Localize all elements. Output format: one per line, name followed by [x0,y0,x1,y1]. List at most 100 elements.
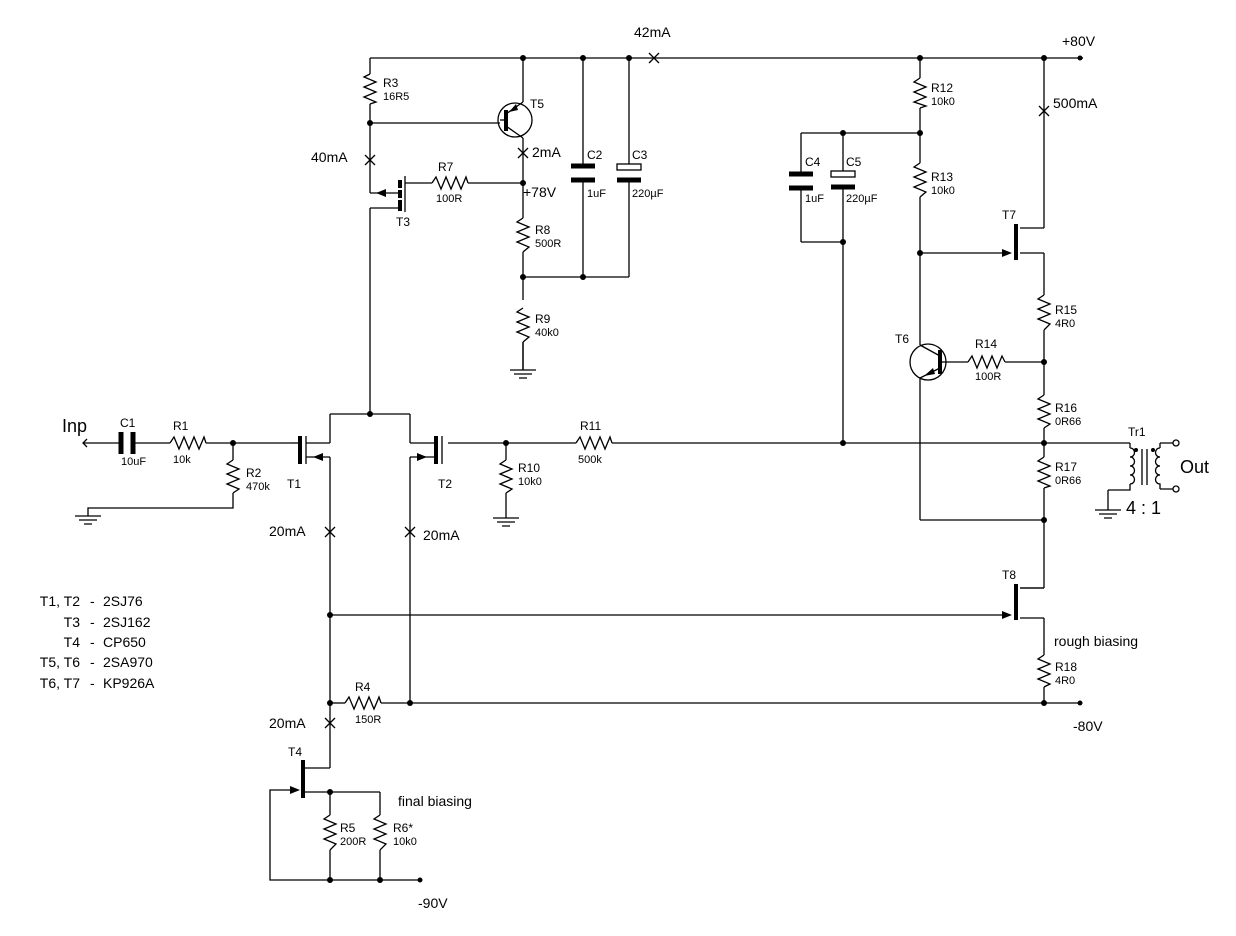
component-label: C5 [846,155,862,169]
input-label: Inp [62,416,87,436]
component-label: 220µF [846,193,878,205]
component-label: 10uF [121,456,146,468]
component-label: T6 [895,332,909,346]
resistor-R7 [431,175,469,191]
transistor-T2 [417,436,438,464]
rail-mid-label: +78V [523,184,557,200]
capacitor-C2 [571,162,595,186]
component-label: T8 [1002,568,1016,582]
component-label: R2 [246,466,262,480]
current-t4: 20mA [269,715,306,731]
component-label: R8 [535,223,551,237]
component-label: 100R [975,371,1001,383]
component-label: 16R5 [383,91,409,103]
resistor-R17 [1036,456,1052,489]
transformer-Tr1 [1129,439,1180,493]
component-label: 100R [436,193,462,205]
component-label: C1 [120,416,136,430]
resistor-R5 [322,814,338,851]
component-label: T5, T6 [40,654,80,670]
component-label: R10 [518,461,540,475]
component-label: 10k0 [931,96,955,108]
component-label: 150R [355,714,381,726]
component-label: R16 [1055,401,1077,415]
component-label: R12 [931,81,953,95]
rail-neg-label: -80V [1073,718,1103,734]
component-label: 500R [535,238,561,250]
transistor-T1 [290,436,323,464]
component-label: T2 [438,477,452,491]
component-label: C2 [587,148,603,162]
capacitor-C4 [789,170,813,192]
component-label: R15 [1055,303,1077,317]
transistors [290,101,1044,798]
capacitor-C3 [616,162,642,186]
component-label: R5 [340,821,356,835]
component-label: 1uF [587,188,606,200]
resistor-R18 [1036,654,1052,688]
output-label: Out [1180,457,1209,477]
component-label: T4 [288,745,302,759]
transistor-T3 [376,176,406,212]
component-label: - [90,675,95,691]
resistor-R16 [1036,394,1052,429]
transistor-T7 [1002,224,1044,260]
resistor-R4 [344,695,382,711]
resistors [169,73,1052,851]
component-label: T4 [64,634,81,650]
ratio-label: 4 : 1 [1126,498,1161,518]
transistor-T8 [1002,584,1044,620]
ground-icon [493,517,519,527]
component-label: T1 [287,477,301,491]
component-label: R9 [535,312,551,326]
component-label: 10k0 [518,476,542,488]
component-label: CP650 [103,634,146,650]
component-label: 500k [578,454,602,466]
part-legend: T1, T2 - 2SJ76 T3 - 2SJ162 T4 - CP650 T5… [40,593,155,691]
component-label: R7 [438,160,454,174]
resistor-R12 [912,77,929,109]
rail-bias-label: -90V [418,895,448,911]
input-arrow-icon [82,438,88,448]
transistor-T5 [497,101,533,139]
transistor-T4 [290,760,305,798]
component-label: T3 [396,215,410,229]
component-label: 10k [173,454,191,466]
component-label: R14 [975,337,997,351]
capacitors [118,162,856,454]
component-label: 2SA970 [103,654,153,670]
transistor-T6 [909,343,947,381]
component-label: R1 [173,419,189,433]
component-label: 4R0 [1055,318,1075,330]
resistor-R6 [372,814,388,851]
final-biasing-note: final biasing [398,793,472,809]
grounds [75,342,1121,527]
current-t7: 500mA [1053,95,1098,111]
ground-icon [510,342,536,379]
measure-marks [324,52,1050,729]
component-label: - [90,614,95,630]
labels: +80V -80V -90V +78V Inp Out 4 : 1 Tr1 42… [62,24,1209,911]
component-label: 0R66 [1055,416,1081,428]
current-t1: 20mA [269,523,306,539]
component-label: T7 [1002,208,1016,222]
current-t2: 20mA [423,527,460,543]
component-label: R6* [393,821,413,835]
component-label: 220µF [632,188,664,200]
component-label: C3 [632,148,648,162]
component-label: T3 [64,614,81,630]
component-label: 10k0 [393,836,417,848]
component-label: R17 [1055,460,1077,474]
component-label: 2SJ162 [103,614,151,630]
component-label: 4R0 [1055,675,1075,687]
component-label: 1uF [805,193,824,205]
component-label: R4 [355,680,371,694]
component-label: R18 [1055,660,1077,674]
current-t5: 2mA [532,144,561,160]
resistor-R1 [169,435,207,451]
resistor-R9 [515,307,531,343]
component-label: 200R [340,836,366,848]
terminals [82,55,1083,883]
component-label: R3 [383,76,399,90]
component-label: 0R66 [1055,475,1081,487]
